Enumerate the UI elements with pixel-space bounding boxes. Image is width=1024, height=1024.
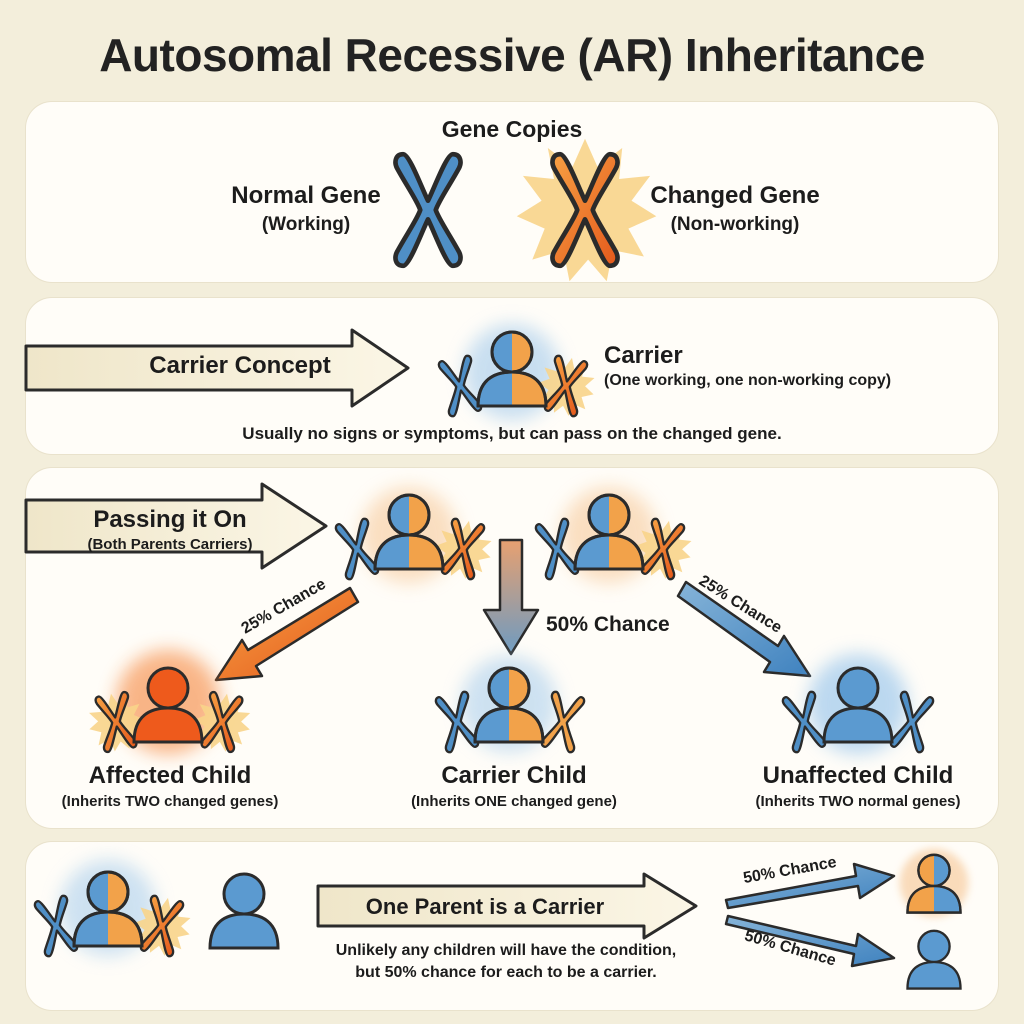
one-parent-arrow-label: One Parent is a Carrier	[365, 894, 605, 919]
changed-gene-sub: (Non-working)	[670, 214, 800, 235]
carrier-chance-arrow	[482, 538, 540, 656]
changed-gene-label: Changed Gene	[650, 182, 820, 209]
carrier-concept-arrow-label: Carrier Concept	[149, 352, 331, 379]
parent-2-carrier-icon	[533, 487, 698, 584]
passing-on-arrow	[24, 482, 328, 570]
carrier-chance-label: 50% Chance	[546, 613, 670, 636]
lower-chance-arrow	[724, 914, 896, 968]
affected-child-sub: (Inherits TWO changed genes)	[61, 793, 279, 810]
one-parent-noncarrier-icon	[208, 872, 280, 950]
carrier-child-sub: (Inherits ONE changed gene)	[411, 793, 617, 810]
carrier-note: Usually no signs or symptoms, but can pa…	[242, 424, 782, 443]
carrier-child-icon	[433, 656, 587, 755]
passing-on-arrow-label: Passing it On	[93, 506, 247, 533]
carrier-child-label: Carrier Child	[441, 762, 587, 789]
affected-chance-arrow	[214, 586, 360, 682]
carrier-label: Carrier	[604, 342, 683, 369]
gene-copies-heading: Gene Copies	[441, 116, 583, 142]
passing-on-arrow-sub: (Both Parents Carriers)	[87, 536, 253, 553]
carrier-person-icon	[436, 324, 601, 421]
unaffected-chance-arrow	[676, 580, 812, 678]
outcome-carrier-icon	[899, 848, 969, 918]
unaffected-child-sub: (Inherits TWO normal genes)	[755, 793, 961, 810]
unaffected-child-label: Unaffected Child	[762, 762, 954, 789]
one-parent-note-line1: Unlikely any children will have the cond…	[335, 942, 677, 959]
carrier-concept-arrow	[24, 328, 410, 408]
affected-child-label: Affected Child	[88, 762, 252, 789]
normal-gene-sub: (Working)	[261, 214, 351, 235]
carrier-sub: (One working, one non-working copy)	[604, 372, 892, 389]
one-parent-carrier-icon	[32, 860, 197, 961]
unaffected-child-icon	[780, 654, 936, 755]
gene-copies-section	[396, 138, 657, 282]
upper-chance-arrow	[724, 862, 896, 910]
parent-1-carrier-icon	[333, 487, 498, 584]
page-title: Autosomal Recessive (AR) Inheritance	[99, 29, 925, 81]
normal-gene-label: Normal Gene	[231, 182, 381, 209]
changed-gene-chromosome-icon	[516, 138, 657, 282]
affected-child-icon	[83, 650, 256, 756]
normal-gene-chromosome-icon	[396, 154, 461, 266]
outcome-unaffected-icon	[906, 929, 962, 990]
gene-copies-panel	[26, 102, 998, 282]
one-parent-arrow	[316, 872, 698, 940]
one-parent-note-line2: but 50% chance for each to be a carrier.	[355, 964, 657, 981]
